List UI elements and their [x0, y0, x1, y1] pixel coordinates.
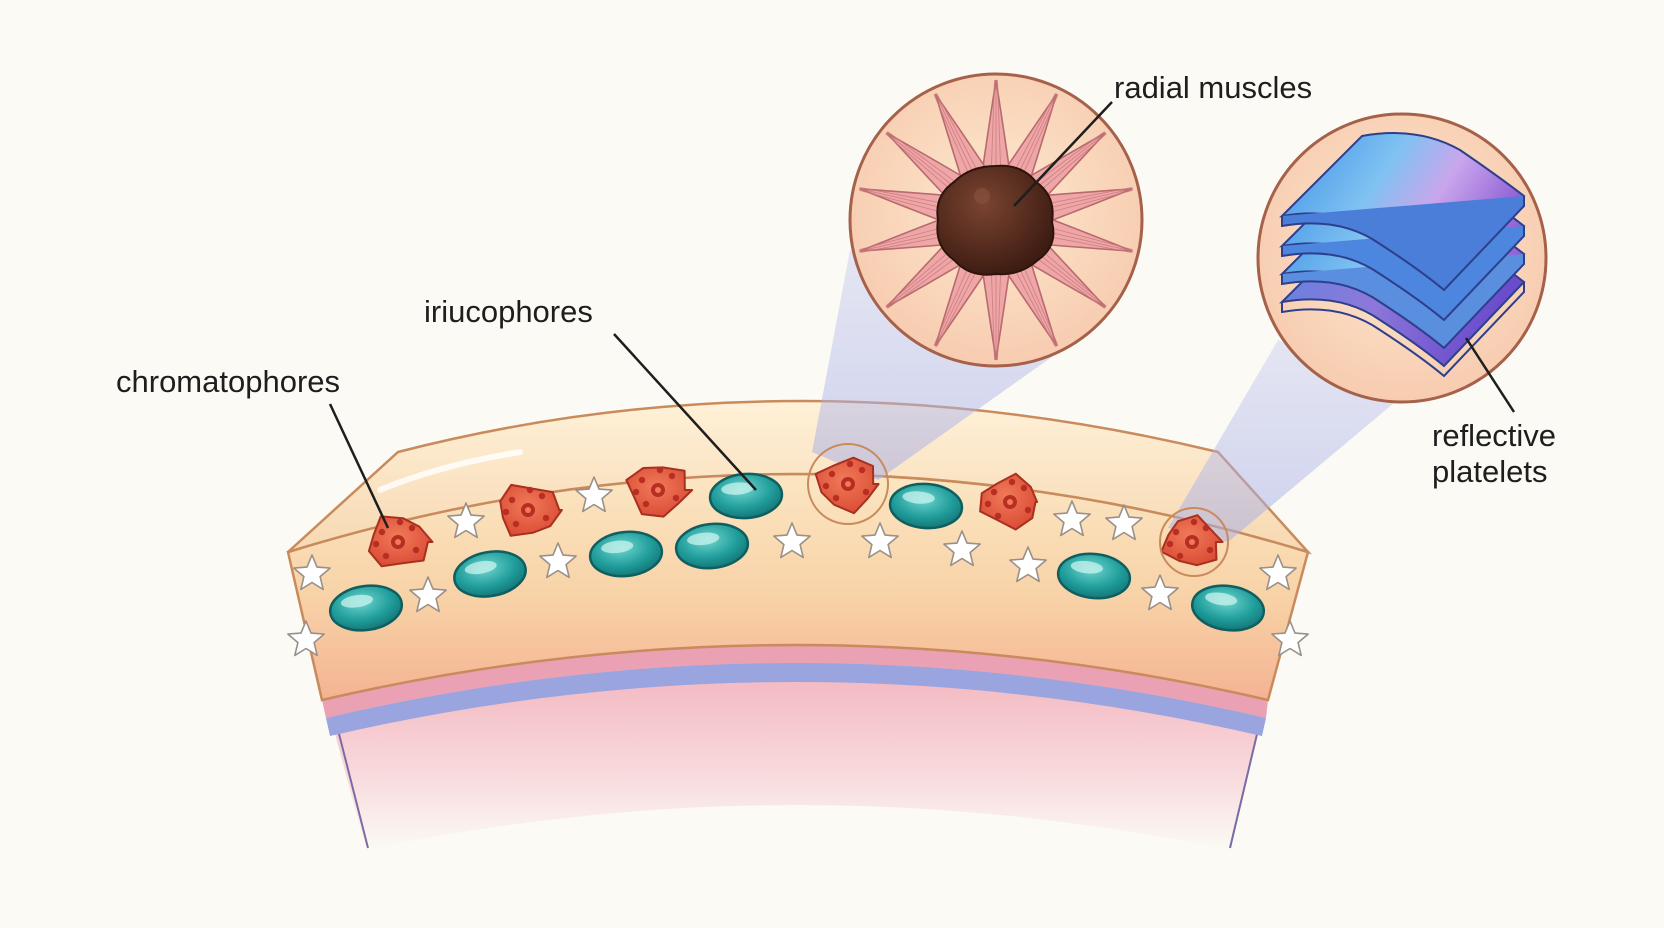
leucophore-stars: [287, 476, 1309, 657]
reflective-platelets-label: reflective platelets: [1432, 418, 1557, 489]
chromatophore-cell: [979, 472, 1039, 531]
iridophores-label: iriucophores: [424, 294, 593, 329]
leucophore-star: [1259, 554, 1297, 591]
chromatophore-cells: [367, 456, 1224, 568]
leucophore-star: [1053, 500, 1091, 537]
leucophore-star: [287, 620, 325, 657]
iridophore-cell: [1190, 584, 1266, 632]
radial-muscles-label: radial muscles: [1114, 70, 1313, 105]
leucophore-star: [1009, 546, 1047, 583]
iridophore-cell: [708, 472, 784, 520]
deep-tissue-right-edge: [1229, 729, 1259, 849]
leucophore-star: [773, 522, 811, 559]
iridophore-cell: [328, 584, 404, 632]
chromatophore-cell: [814, 456, 880, 515]
pigment-core: [936, 164, 1055, 276]
leucophore-star: [1141, 574, 1179, 611]
chromatophore-cell: [367, 515, 434, 568]
reflective-platelets-leader-line: [1464, 337, 1516, 413]
leucophore-star: [409, 576, 447, 613]
leucophore-star: [1105, 504, 1143, 541]
iridophore-cell: [888, 482, 964, 530]
basement-band-purple: [326, 663, 1266, 736]
chromatophores-label: chromatophores: [116, 364, 341, 399]
chromatophore-cell: [1160, 514, 1224, 567]
leucophore-star: [447, 502, 485, 539]
muscle-source-highlight: [807, 443, 889, 525]
reflective-platelet-callout: [1256, 112, 1548, 404]
iridophore-cell: [453, 550, 527, 598]
leucophore-star: [943, 530, 981, 567]
platelet-stack: [1279, 132, 1526, 378]
leucophore-star: [293, 554, 331, 591]
basement-band-pink: [322, 645, 1268, 718]
deep-tissue-left-edge: [337, 729, 369, 849]
iridophore-cell: [674, 522, 750, 570]
iridophore-cell: [588, 530, 664, 578]
skin-highlight: [377, 449, 523, 493]
chromatophores-leader-line: [328, 403, 390, 529]
chromatophore-cell: [499, 483, 563, 537]
leucophore-star: [539, 542, 577, 579]
platelet-source-highlight: [1159, 507, 1229, 577]
iridophore-cells: [328, 472, 1266, 632]
iridophores-leader-line: [613, 333, 757, 491]
chromatophore-cell: [625, 466, 694, 518]
leucophore-star: [861, 522, 899, 559]
leucophore-star: [575, 476, 613, 513]
radial-muscles-leader-line: [1013, 101, 1113, 207]
iridophore-cell: [1056, 552, 1132, 600]
deep-tissue: [330, 657, 1262, 850]
leucophore-star: [1271, 620, 1309, 657]
skin-top-rim: [287, 399, 1312, 555]
